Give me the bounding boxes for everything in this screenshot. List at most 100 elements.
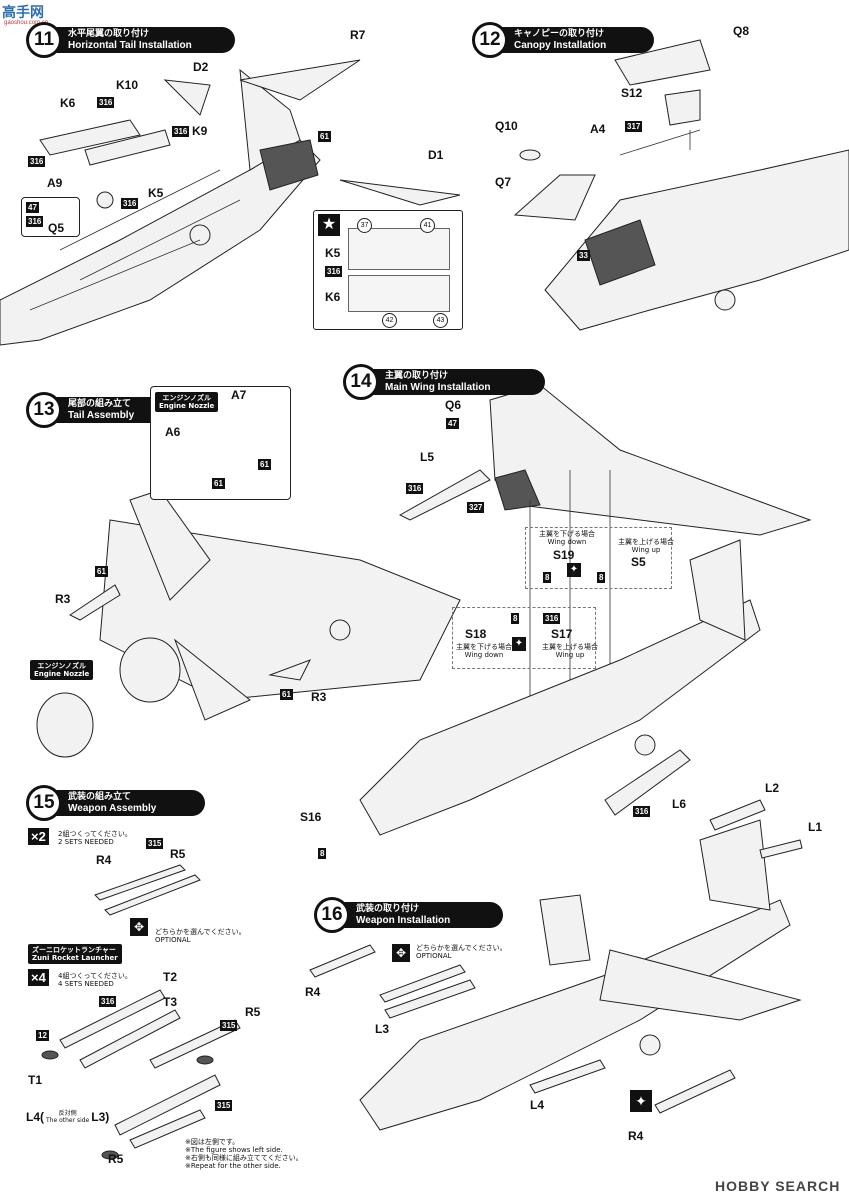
engine-nozzle-tag-jp: エンジンノズル — [162, 394, 211, 402]
part-label-r3: R3 — [55, 592, 71, 606]
paint-code: 61 — [318, 131, 331, 142]
decal-number: 43 — [433, 313, 448, 328]
part-label-s18: S18 — [465, 627, 487, 641]
part-label-l1: L1 — [808, 820, 823, 834]
optional-choice-icon: ✦ — [567, 563, 581, 577]
part-label-a6: A6 — [165, 425, 181, 439]
part-label-a7: A7 — [231, 388, 247, 402]
paint-code: 316 — [172, 126, 190, 137]
decal-panel-k6 — [348, 275, 450, 312]
sets-needed-x2: 2組つくってください。2 SETS NEEDED — [58, 830, 132, 846]
decal-number: 37 — [357, 218, 372, 233]
watermark-logo: 高手网 — [2, 5, 44, 21]
part-label-r7: R7 — [350, 28, 366, 42]
decal-panel-k5 — [348, 228, 450, 270]
step-16-number: 16 — [314, 897, 350, 933]
sets-multiplier-x4: ×4 — [28, 969, 49, 986]
step-13-title-jp: 尾部の組み立て — [68, 399, 132, 409]
watermark-hobbysearch: HOBBY SEARCH — [715, 1178, 841, 1194]
step14-wing-drawing — [398, 384, 812, 700]
step-12-title-jp: キャノピーの取り付け — [514, 29, 605, 39]
paint-code: 12 — [36, 1030, 49, 1041]
star-decal-icon: ★ — [318, 214, 340, 236]
optional-icon: ✥ — [392, 944, 410, 962]
paint-code: 315 — [220, 1020, 238, 1031]
step11-aircraft-drawing — [0, 59, 461, 346]
part-label-k6: K6 — [60, 96, 76, 110]
part-label-r4: R4 — [628, 1129, 644, 1143]
step-15-number: 15 — [26, 785, 62, 821]
part-label-r4: R4 — [96, 853, 112, 867]
part-label-q6: Q6 — [445, 398, 462, 412]
part-label-r4: R4 — [305, 985, 321, 999]
part-label-k5: K5 — [148, 186, 164, 200]
step16-aircraft-drawing — [309, 799, 803, 1131]
engine-nozzle-tag: エンジンノズル Engine Nozzle — [155, 392, 219, 412]
paint-code: 317 — [625, 121, 643, 132]
part-label-q10: Q10 — [495, 119, 518, 133]
paint-code: 61 — [258, 459, 271, 470]
paint-code: 327 — [467, 502, 485, 513]
paint-code: 47 — [446, 418, 459, 429]
sets-multiplier-x2: ×2 — [28, 828, 49, 845]
watermark-url: gaoshou.com.cn — [4, 20, 49, 26]
paint-code: 33 — [577, 250, 590, 261]
part-label-t3: T3 — [163, 995, 178, 1009]
step-12-title-en: Canopy Installation — [514, 40, 607, 51]
step12-aircraft-drawing — [513, 39, 849, 331]
part-label-s5: S5 — [631, 555, 646, 569]
engine-nozzle-tag-2-jp: エンジンノズル — [37, 662, 86, 670]
paint-code: 8 — [318, 848, 327, 859]
figure-notes: ※図は左側です。 ※The figure shows left side. ※右… — [185, 1138, 303, 1170]
part-label-q8: Q8 — [733, 24, 750, 38]
paint-code: 316 — [26, 216, 44, 227]
part-label-r5: R5 — [245, 1005, 261, 1019]
paint-code: 316 — [99, 996, 117, 1007]
part-label-l4: L4 — [530, 1098, 545, 1112]
step-15-title-en: Weapon Assembly — [68, 803, 157, 814]
engine-nozzle-tag-2: エンジンノズル Engine Nozzle — [30, 660, 94, 680]
step-11-number: 11 — [26, 22, 62, 58]
paint-code: 8 — [543, 572, 552, 583]
step-11-title-jp: 水平尾翼の取り付け — [68, 29, 150, 39]
step-12-number: 12 — [472, 22, 508, 58]
optional-choice-icon: ✦ — [630, 1090, 652, 1112]
zuni-rocket-tag: ズーニロケットランチャー Zuni Rocket Launcher — [28, 944, 122, 964]
wing-option-box-upper — [525, 527, 672, 589]
part-label-k10: K10 — [116, 78, 139, 92]
part-label-l2: L2 — [765, 781, 780, 795]
paint-code: 47 — [26, 202, 39, 213]
paint-code: 61 — [280, 689, 293, 700]
part-label-l3: L3) — [91, 1110, 110, 1124]
part-label-s12: S12 — [621, 86, 643, 100]
step-16-title-en: Weapon Installation — [356, 915, 451, 926]
part-label-t2: T2 — [163, 970, 178, 984]
part-label-d2: D2 — [193, 60, 209, 74]
part-label-r3: R3 — [311, 690, 327, 704]
paint-code: 61 — [95, 566, 108, 577]
paint-code: 8 — [511, 613, 520, 624]
part-label-s16: S16 — [300, 810, 322, 824]
step13-aircraft-drawing — [36, 404, 461, 758]
step-14-title-jp: 主翼の取り付け — [385, 371, 449, 381]
paint-code: 316 — [325, 266, 343, 277]
paint-code: 315 — [146, 838, 164, 849]
part-label-r5: R5 — [170, 847, 186, 861]
part-label-s19: S19 — [553, 548, 575, 562]
step-15-title-jp: 武装の組み立て — [68, 792, 132, 802]
part-label-k6: K6 — [325, 290, 341, 304]
paint-code: 316 — [543, 613, 561, 624]
part-label-l5: L5 — [420, 450, 435, 464]
part-label-s17: S17 — [551, 627, 573, 641]
wing-option-box-lower — [452, 607, 596, 669]
part-label-a4: A4 — [590, 122, 606, 136]
zuni-rocket-tag-jp: ズーニロケットランチャー — [32, 946, 116, 954]
